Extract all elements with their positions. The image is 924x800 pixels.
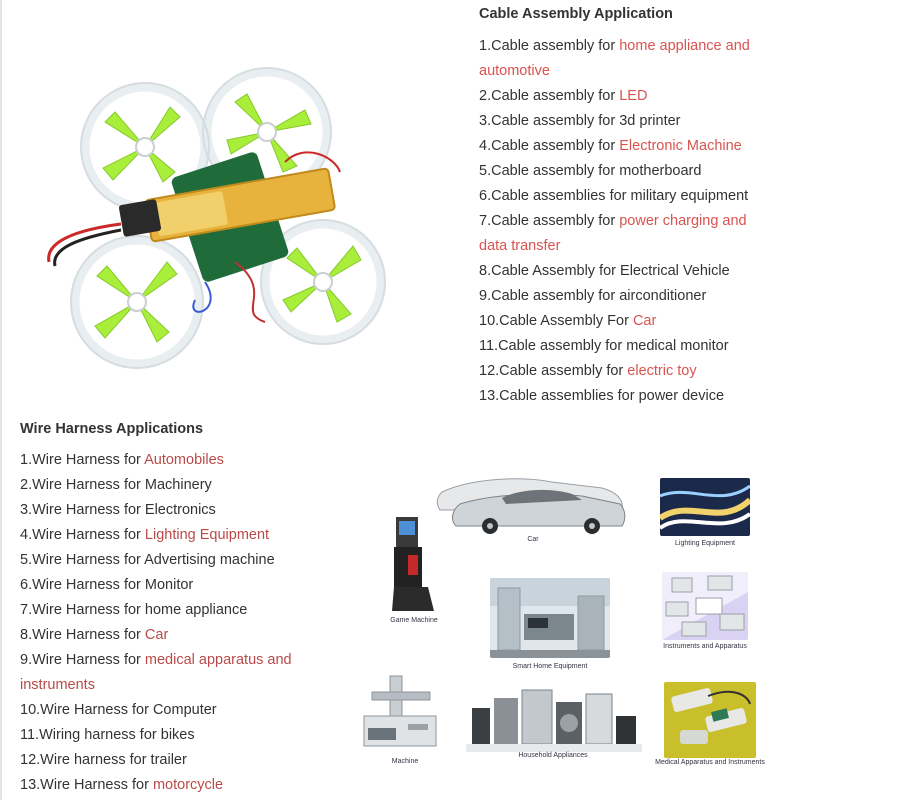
list-item: 9.Wire Harness for medical apparatus and… [20, 652, 292, 693]
list-item: 13.Cable assemblies for power device [479, 388, 725, 404]
household-appliances-image [466, 688, 642, 752]
link-data-transfer[interactable]: data transfer [479, 238, 561, 254]
caption-car: Car [527, 536, 539, 543]
caption-machine: Machine [391, 758, 419, 765]
list-item: 8.Cable Assembly for Electrical Vehicle [479, 263, 730, 279]
instruments-image [662, 572, 748, 640]
caption-smart-home: Smart Home Equipment [512, 663, 588, 670]
list-item: 12.Wire harness for trailer [20, 752, 187, 768]
lighting-image [660, 478, 750, 536]
list-item: 4.Wire Harness for Lighting Equipment [20, 527, 270, 543]
list-item: 6.Wire Harness for Monitor [20, 577, 194, 593]
smart-home-image [490, 578, 610, 658]
link-car-wire[interactable]: Car [144, 627, 169, 643]
list-item: 4.Cable assembly for Electronic Machine [479, 138, 742, 154]
list-item: 6.Cable assemblies for military equipmen… [479, 188, 749, 204]
link-automotive[interactable]: automotive [479, 63, 550, 79]
list-item: 2.Cable assembly for LED [479, 88, 648, 104]
list-item: 3.Cable assembly for 3d printer [479, 113, 681, 129]
list-item: 13.Wire Harness for motorcycle [20, 777, 224, 793]
link-motorcycle[interactable]: motorcycle [152, 777, 224, 793]
list-item: 5.Cable assembly for motherboard [479, 163, 702, 179]
caption-lighting: Lighting Equipment [675, 540, 735, 547]
list-item: 12.Cable assembly for electric toy [479, 363, 697, 379]
link-home-appliance[interactable]: home appliance and [619, 38, 750, 54]
list-item: 10.Cable Assembly For Car [479, 313, 657, 329]
caption-medical: Medical Apparatus and Instruments [655, 759, 765, 766]
list-item: 1.Wire Harness for Automobiles [20, 452, 224, 468]
list-item: 11.Cable assembly for medical monitor [479, 338, 729, 354]
wire-section-title: Wire Harness Applications [20, 421, 204, 437]
link-led[interactable]: LED [619, 88, 648, 104]
caption-instruments: Instruments and Apparatus [663, 643, 747, 650]
link-power-charging[interactable]: power charging and [619, 213, 747, 229]
wire-list: 1.Wire Harness for Automobiles 2.Wire Ha… [20, 448, 320, 798]
link-automobiles[interactable]: Automobiles [144, 452, 224, 468]
caption-household: Household Appliances [518, 752, 588, 759]
list-item: 7.Wire Harness for home appliance [20, 602, 248, 618]
list-item: 2.Wire Harness for Machinery [20, 477, 212, 493]
caption-game-machine: Game Machine [390, 617, 438, 624]
list-item: 11.Wiring harness for bikes [20, 727, 195, 743]
cable-section-title: Cable Assembly Application [479, 6, 673, 22]
link-lighting-equipment[interactable]: Lighting Equipment [144, 527, 270, 543]
medical-apparatus-image [664, 682, 756, 758]
list-item: 3.Wire Harness for Electronics [20, 502, 216, 518]
machine-image [360, 672, 440, 756]
link-electric-toy[interactable]: electric toy [627, 363, 697, 379]
list-item: 5.Wire Harness for Advertising machine [20, 552, 275, 568]
link-car[interactable]: Car [632, 313, 657, 329]
drone-image [47, 67, 386, 369]
link-medical-apparatus[interactable]: medical apparatus and [144, 652, 292, 668]
car-image [432, 470, 632, 534]
page-left-border [0, 0, 2, 800]
link-electronic-machine[interactable]: Electronic Machine [619, 138, 742, 154]
list-item: 8.Wire Harness for Car [20, 627, 169, 643]
list-item: 9.Cable assembly for airconditioner [479, 288, 707, 304]
link-instruments[interactable]: instruments [20, 677, 95, 693]
game-machine-image [388, 515, 438, 615]
list-item: 10.Wire Harness for Computer [20, 702, 217, 718]
